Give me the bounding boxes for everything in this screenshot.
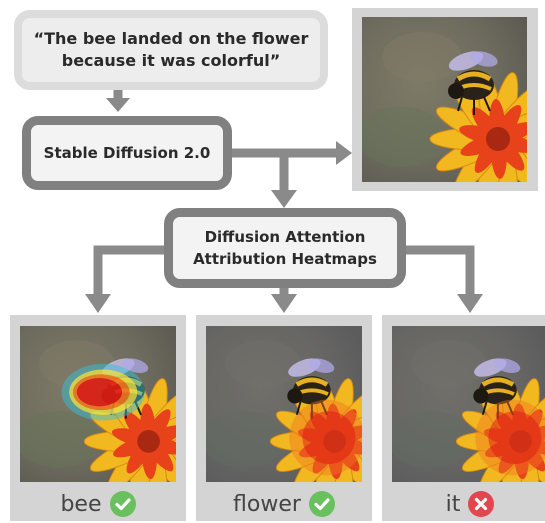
heatmap-label-bee: bee	[10, 487, 186, 521]
generated-image	[362, 17, 527, 182]
attribution-box: Diffusion Attention Attribution Heatmaps	[164, 208, 406, 288]
arrowhead-bee	[85, 294, 111, 313]
arrowhead-output	[336, 141, 352, 165]
heatmap-word: bee	[60, 491, 102, 517]
attribution-line-1: Diffusion Attention	[204, 228, 366, 246]
arrowhead-flower	[271, 294, 297, 313]
heatmap-image-it	[392, 326, 545, 482]
x-circle-icon	[468, 491, 495, 517]
model-box: Stable Diffusion 2.0	[22, 116, 232, 190]
model-label: Stable Diffusion 2.0	[43, 144, 211, 162]
heatmap-panel-it: it	[382, 315, 545, 521]
generated-image-frame	[352, 8, 538, 191]
check-circle-icon	[308, 491, 335, 517]
heatmap-word: flower	[233, 491, 301, 517]
arrowhead-model	[106, 98, 130, 112]
arrowhead-it	[457, 294, 483, 313]
heatmap-word: it	[445, 491, 461, 517]
heatmap-panel-flower: flower	[196, 315, 372, 521]
attribution-line-2: Attribution Heatmaps	[193, 250, 377, 268]
heatmap-panel-bee: bee	[10, 315, 186, 521]
arrow-to-bee-panel	[93, 245, 164, 294]
heatmap-label-flower: flower	[196, 487, 372, 521]
prompt-box: “The bee landed on the flower because it…	[14, 10, 328, 90]
arrow-to-it-panel	[406, 245, 475, 294]
prompt-line-2: because it was colorful”	[61, 51, 281, 70]
heatmap-image-flower	[206, 326, 362, 482]
prompt-line-1: “The bee landed on the flower	[33, 29, 309, 48]
arrowhead-attribution	[271, 190, 297, 208]
check-circle-icon	[109, 491, 136, 517]
heatmap-label-it: it	[382, 487, 545, 521]
heatmap-image-bee	[20, 326, 176, 482]
